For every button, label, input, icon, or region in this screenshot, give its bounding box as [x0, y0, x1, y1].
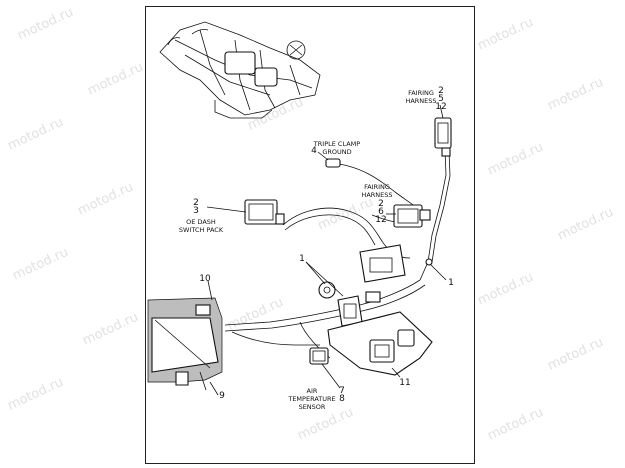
callout-label: FAIRING	[364, 183, 390, 191]
callout-number: 11	[399, 378, 410, 388]
watermark: motod.ru	[485, 140, 545, 179]
callout-number: 2	[193, 198, 199, 208]
watermark: motod.ru	[10, 245, 70, 284]
watermark: motod.ru	[545, 75, 605, 114]
callout-label: HARNESS	[405, 97, 436, 105]
callout-fairing-harness-top: FAIRING HARNESS 2 5 12	[405, 86, 446, 112]
watermark: motod.ru	[475, 270, 535, 309]
air-temp-sensor-connector	[309, 347, 329, 365]
callout-label: GROUND	[322, 148, 351, 156]
callout-number: 2	[438, 86, 444, 96]
callout-label: HARNESS	[361, 191, 392, 199]
fairing-harness-connector-top	[434, 117, 452, 149]
callout-fairing-harness-mid: FAIRING HARNESS 2 6 12	[361, 183, 392, 225]
watermark: motod.ru	[85, 60, 145, 99]
watermark: motod.ru	[315, 195, 375, 234]
callout-number: 2	[378, 199, 384, 209]
watermark: motod.ru	[245, 95, 305, 134]
watermark: motod.ru	[475, 15, 535, 54]
callout-number: 8	[339, 394, 345, 404]
callout-number: 4	[311, 146, 317, 156]
callout-number: 6	[378, 207, 384, 217]
watermark: motod.ru	[225, 295, 285, 334]
clamp-round	[318, 281, 336, 299]
callout-number: 7	[339, 386, 345, 396]
connectors	[244, 117, 452, 365]
callout-number: 5	[438, 94, 444, 104]
callout-label: TEMPERATURE	[287, 395, 335, 403]
triple-clamp-ground-connector	[325, 158, 341, 168]
watermark: motod.ru	[15, 5, 75, 44]
watermark: motod.ru	[545, 335, 605, 374]
callout-label: SENSOR	[299, 403, 326, 411]
callout-triple-clamp-ground: TRIPLE CLAMP GROUND 4	[311, 140, 360, 156]
diagram-frame	[145, 6, 475, 464]
callout-label: FAIRING	[408, 89, 434, 97]
callout-air-temperature-sensor: 7 8 AIR TEMPERATURE SENSOR	[287, 386, 345, 411]
watermark: motod.ru	[5, 115, 65, 154]
watermark: motod.ru	[485, 405, 545, 444]
callout-number: 1	[299, 254, 305, 264]
module-box	[359, 244, 406, 283]
watermark: motod.ru	[80, 310, 140, 349]
callout-label: OE DASH	[186, 218, 216, 226]
callout-label: SWITCH PACK	[179, 226, 224, 234]
callout-number: 9	[219, 391, 225, 401]
callout-number: 12	[375, 215, 386, 225]
watermark: motod.ru	[555, 205, 615, 244]
callout-label: AIR	[307, 387, 318, 395]
callout-number: 10	[199, 274, 211, 284]
callout-oe-dash-switch-pack: 2 3 OE DASH SWITCH PACK	[179, 198, 224, 234]
leader-lines	[206, 104, 447, 396]
callout-number: 1	[448, 278, 454, 288]
watermark: motod.ru	[5, 375, 65, 414]
callout-label: TRIPLE CLAMP	[313, 140, 360, 148]
watermark-layer: motod.ru motod.ru motod.ru motod.ru moto…	[5, 5, 615, 444]
motorcycle-frame-overview	[159, 21, 321, 119]
callout-number: 3	[193, 206, 199, 216]
callout-number: 12	[435, 102, 446, 112]
watermark: motod.ru	[75, 180, 135, 219]
tray-assembly	[147, 297, 223, 391]
bracket-assembly	[327, 311, 433, 376]
